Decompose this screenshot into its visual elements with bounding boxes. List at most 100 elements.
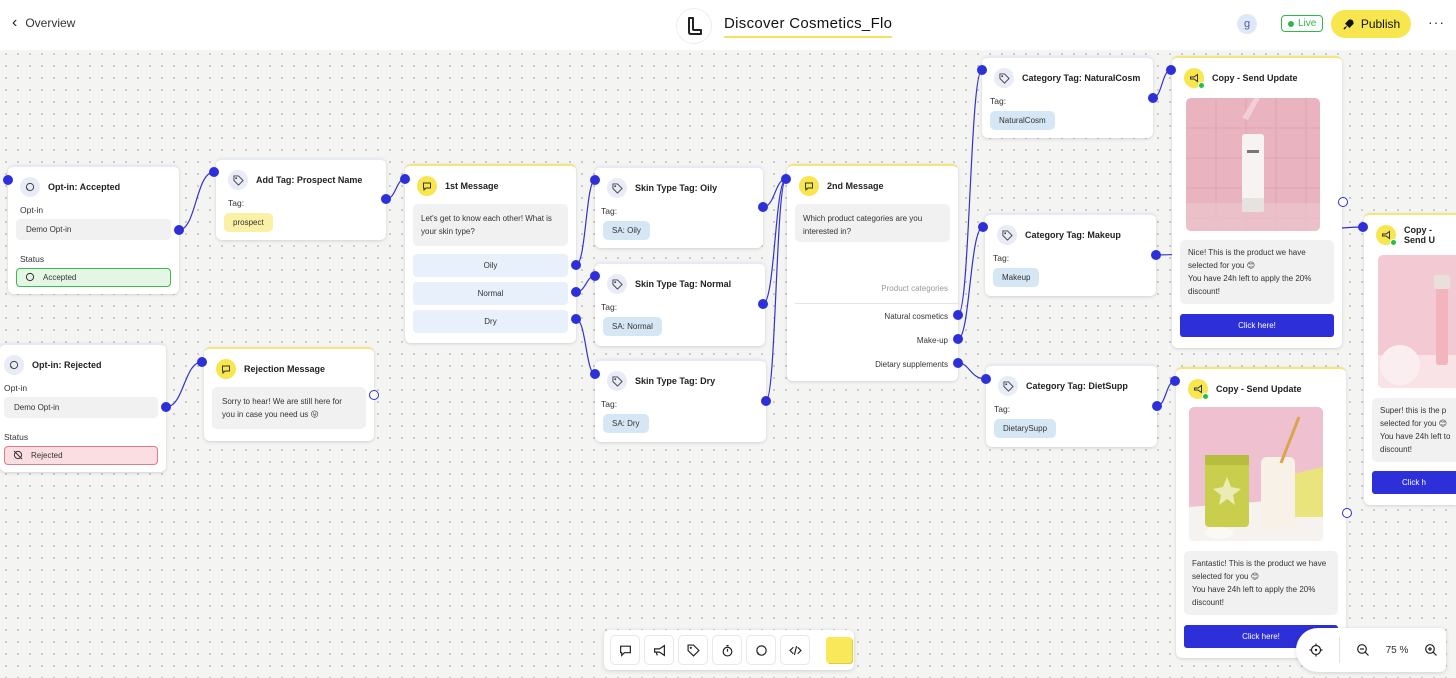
tag-value: DietarySupp <box>994 419 1057 438</box>
node-1st-message[interactable]: 1st Message Let's get to know each other… <box>405 164 576 343</box>
port-copy1-out[interactable] <box>1338 197 1348 207</box>
divider <box>1339 637 1340 663</box>
port-copy1-in[interactable] <box>1166 65 1176 75</box>
port-2nd-message-in[interactable] <box>781 174 791 184</box>
port-skin-oily-out[interactable] <box>758 202 768 212</box>
status-label: Status <box>4 432 29 442</box>
timer-icon <box>722 644 732 657</box>
node-toolbar <box>604 630 854 670</box>
message-line-1: Super! this is the p <box>1380 406 1447 415</box>
option-natural-cosmetics[interactable]: Natural cosmetics <box>884 312 948 321</box>
node-skin-type-oily[interactable]: Skin Type Tag: Oily Tag: SA: Oily <box>595 166 763 248</box>
port-skin-normal-in[interactable] <box>590 271 600 281</box>
add-code-button[interactable] <box>780 635 810 665</box>
port-cat-diet-in[interactable] <box>981 374 991 384</box>
code-icon <box>788 645 802 655</box>
zoom-out-button[interactable] <box>1348 635 1378 665</box>
port-cat-natural-in[interactable] <box>977 65 987 75</box>
tag-label: Tag: <box>228 198 245 208</box>
tag-label: Tag: <box>601 399 618 409</box>
back-to-overview-link[interactable]: ‹ Overview <box>12 14 75 32</box>
port-cat-makeup-in[interactable] <box>978 222 988 232</box>
node-skin-type-normal[interactable]: Skin Type Tag: Normal Tag: SA: Normal <box>595 262 765 346</box>
tag-icon <box>997 225 1017 245</box>
node-skin-type-dry[interactable]: Skin Type Tag: Dry Tag: SA: Dry <box>595 359 766 442</box>
message-text: Which product categories are you interes… <box>795 204 950 242</box>
message-line-1: Nice! This is the product we have select… <box>1188 248 1306 270</box>
add-message-button[interactable] <box>610 635 640 665</box>
user-avatar[interactable]: g <box>1237 14 1257 34</box>
option-normal[interactable]: Normal <box>413 282 568 305</box>
sticky-note-icon[interactable] <box>826 637 852 663</box>
node-add-tag-prospect[interactable]: Add Tag: Prospect Name Tag: prospect <box>216 158 386 240</box>
port-skin-dry-in[interactable] <box>590 369 600 379</box>
add-tag-button[interactable] <box>678 635 708 665</box>
message-line-2: You have 24h left to apply the 20% disco… <box>1192 585 1316 607</box>
live-dot-icon <box>1288 20 1294 27</box>
node-copy-send-update-3[interactable]: Copy - Send U Super! this is the p selec… <box>1364 213 1456 505</box>
node-copy-send-update-1[interactable]: Copy - Send Update Nice! This is the pro… <box>1172 56 1342 348</box>
port-addtag-out[interactable] <box>381 194 391 204</box>
tag-value: Makeup <box>993 268 1040 287</box>
port-option-dry-out[interactable] <box>571 314 581 324</box>
add-broadcast-button[interactable] <box>644 635 674 665</box>
zoom-controls: 75 % <box>1296 628 1446 672</box>
node-category-dietsupp[interactable]: Category Tag: DietSupp Tag: DietarySupp <box>986 364 1157 447</box>
port-addtag-in[interactable] <box>209 167 219 177</box>
port-1st-message-in[interactable] <box>400 174 410 184</box>
port-skin-normal-out[interactable] <box>758 299 768 309</box>
recenter-button[interactable] <box>1301 635 1331 665</box>
port-option-natural-out[interactable] <box>953 310 963 320</box>
message-line-4: discount! <box>1380 445 1413 454</box>
node-optin-rejected[interactable]: Opt-in: Rejected Opt-in Demo Opt-in Stat… <box>0 343 166 472</box>
message-text: Nice! This is the product we have select… <box>1180 240 1334 304</box>
port-option-oily-out[interactable] <box>571 260 581 270</box>
port-skin-oily-in[interactable] <box>590 175 600 185</box>
node-copy-send-update-2[interactable]: Copy - Send Update Fantastic! This is th… <box>1176 367 1346 658</box>
add-optin-button[interactable] <box>746 635 776 665</box>
flow-title-group: Discover Cosmetics_Flo <box>676 8 893 44</box>
port-option-normal-out[interactable] <box>571 287 581 297</box>
port-optin-accepted-in[interactable] <box>3 175 13 185</box>
port-cat-natural-out[interactable] <box>1148 93 1158 103</box>
option-make-up[interactable]: Make-up <box>916 336 948 345</box>
optin-value: Demo Opt-in <box>4 397 158 418</box>
node-rejection-message[interactable]: Rejection Message Sorry to hear! We are … <box>204 347 374 441</box>
port-optin-rejected-out[interactable] <box>161 402 171 412</box>
flow-title[interactable]: Discover Cosmetics_Flo <box>724 15 893 38</box>
node-header: Category Tag: NaturalCosm <box>982 58 1153 88</box>
port-rejection-in[interactable] <box>197 357 207 367</box>
node-title: Copy - Send U <box>1404 225 1436 245</box>
port-copy2-in[interactable] <box>1170 376 1180 386</box>
tag-icon <box>228 170 248 190</box>
click-here-button[interactable]: Click here! <box>1180 314 1334 337</box>
option-dietary-supplements[interactable]: Dietary supplements <box>875 360 948 369</box>
option-dry[interactable]: Dry <box>413 310 568 333</box>
port-copy3-in[interactable] <box>1358 222 1368 232</box>
port-rejection-out[interactable] <box>369 390 379 400</box>
node-2nd-message[interactable]: 2nd Message Which product categories are… <box>787 164 958 381</box>
port-option-diet-out[interactable] <box>953 358 963 368</box>
zoom-in-button[interactable] <box>1416 635 1446 665</box>
port-skin-dry-out[interactable] <box>761 396 771 406</box>
publish-button[interactable]: Publish <box>1331 10 1411 38</box>
port-cat-makeup-out[interactable] <box>1151 250 1161 260</box>
node-optin-accepted[interactable]: Opt-in: Accepted Opt-in Demo Opt-in Stat… <box>8 165 179 294</box>
node-category-naturalcosm[interactable]: Category Tag: NaturalCosm Tag: NaturalCo… <box>982 56 1153 138</box>
option-oily[interactable]: Oily <box>413 254 568 277</box>
node-header: 1st Message <box>405 166 576 196</box>
add-timer-button[interactable] <box>712 635 742 665</box>
node-category-makeup[interactable]: Category Tag: Makeup Tag: Makeup <box>985 213 1156 296</box>
message-icon <box>619 645 631 657</box>
port-optin-accepted-out[interactable] <box>174 225 184 235</box>
click-here-button[interactable]: Click h <box>1372 471 1456 494</box>
port-option-makeup-out[interactable] <box>953 334 963 344</box>
product-image-serum <box>1186 98 1320 231</box>
megaphone-icon <box>1184 68 1205 89</box>
more-menu-button[interactable]: ··· <box>1428 14 1445 30</box>
port-cat-diet-out[interactable] <box>1152 401 1162 411</box>
port-copy2-out[interactable] <box>1342 508 1352 518</box>
chevron-left-icon: ‹ <box>12 14 18 31</box>
node-header: Skin Type Tag: Oily <box>595 168 763 198</box>
megaphone-icon <box>653 644 665 656</box>
